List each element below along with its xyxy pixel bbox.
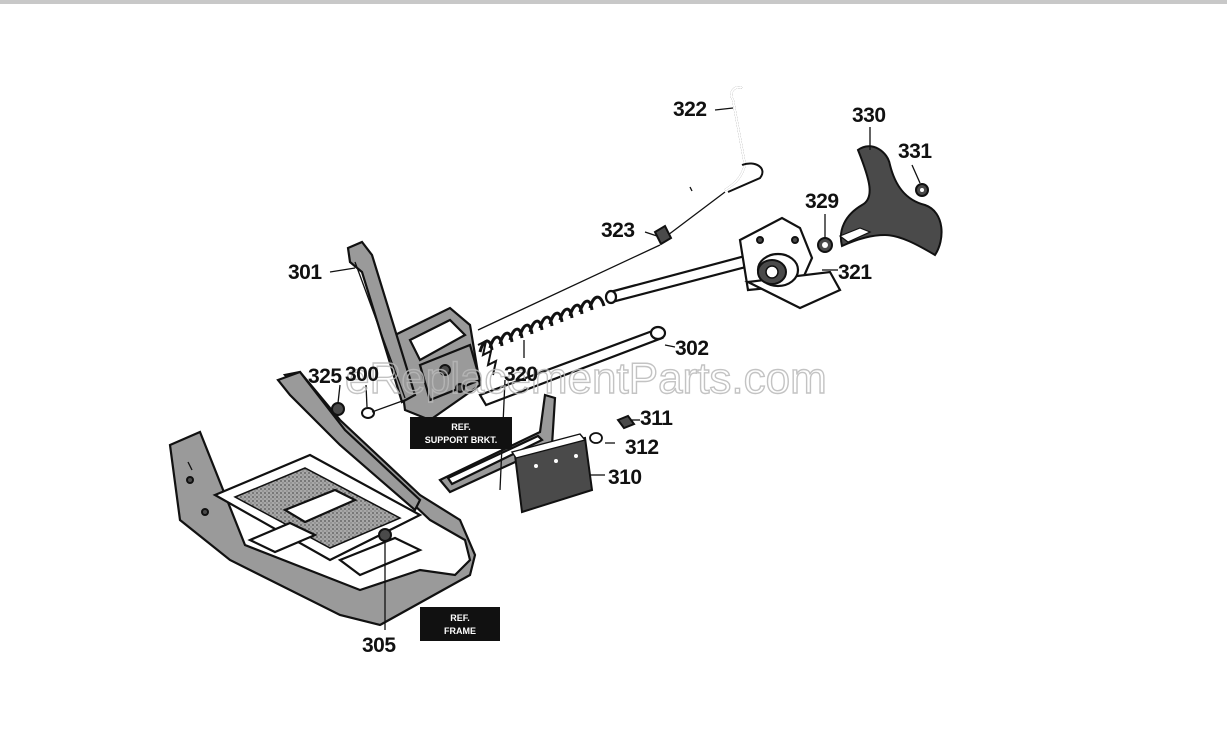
nut-329: [817, 237, 833, 253]
label-311: 311: [640, 407, 673, 430]
support-bracket: [393, 306, 482, 422]
svg-text:REF.: REF.: [450, 613, 470, 623]
label-323: 323: [601, 219, 635, 242]
watermark-text: eReplacementParts.com: [345, 354, 827, 403]
cable-322: [667, 86, 764, 236]
label-301: 301: [288, 261, 322, 284]
frame-part: [168, 370, 477, 630]
clip-323: [477, 224, 673, 331]
control-housing: [738, 216, 842, 310]
svg-text:SUPPORT BRKT.: SUPPORT BRKT.: [425, 435, 498, 445]
tag-frame: REF. FRAME: [420, 607, 500, 641]
scan-header-strip: [0, 0, 1227, 4]
label-322: 322: [673, 98, 707, 121]
label-321: 321: [838, 261, 872, 284]
tag-support-bracket: REF. SUPPORT BRKT.: [410, 417, 512, 449]
label-329: 329: [805, 190, 839, 213]
part-labels: 322 330 331 329 323 321 301 302 320 325 …: [288, 98, 933, 657]
spring-320: [477, 295, 606, 376]
label-331: 331: [898, 140, 932, 163]
knob-330: [838, 145, 943, 257]
label-300: 300: [345, 363, 379, 386]
rod-302: [478, 325, 667, 407]
nut-331: [915, 183, 929, 197]
label-330: 330: [852, 104, 886, 127]
label-325: 325: [308, 365, 342, 388]
washer-312: [589, 432, 603, 444]
label-320: 320: [504, 363, 538, 386]
svg-text:REF.: REF.: [451, 422, 471, 432]
label-302: 302: [675, 337, 709, 360]
scraper-310: [510, 433, 594, 514]
bolt-311: [616, 414, 636, 430]
label-310: 310: [608, 466, 642, 489]
svg-text:FRAME: FRAME: [444, 626, 476, 636]
lever-301: [346, 240, 417, 404]
nut-325: [331, 402, 345, 416]
lower-bracket: [438, 393, 557, 494]
label-305: 305: [362, 634, 396, 657]
label-312: 312: [625, 436, 659, 459]
washer-300: [361, 399, 406, 419]
leader-lines: [329, 107, 921, 491]
